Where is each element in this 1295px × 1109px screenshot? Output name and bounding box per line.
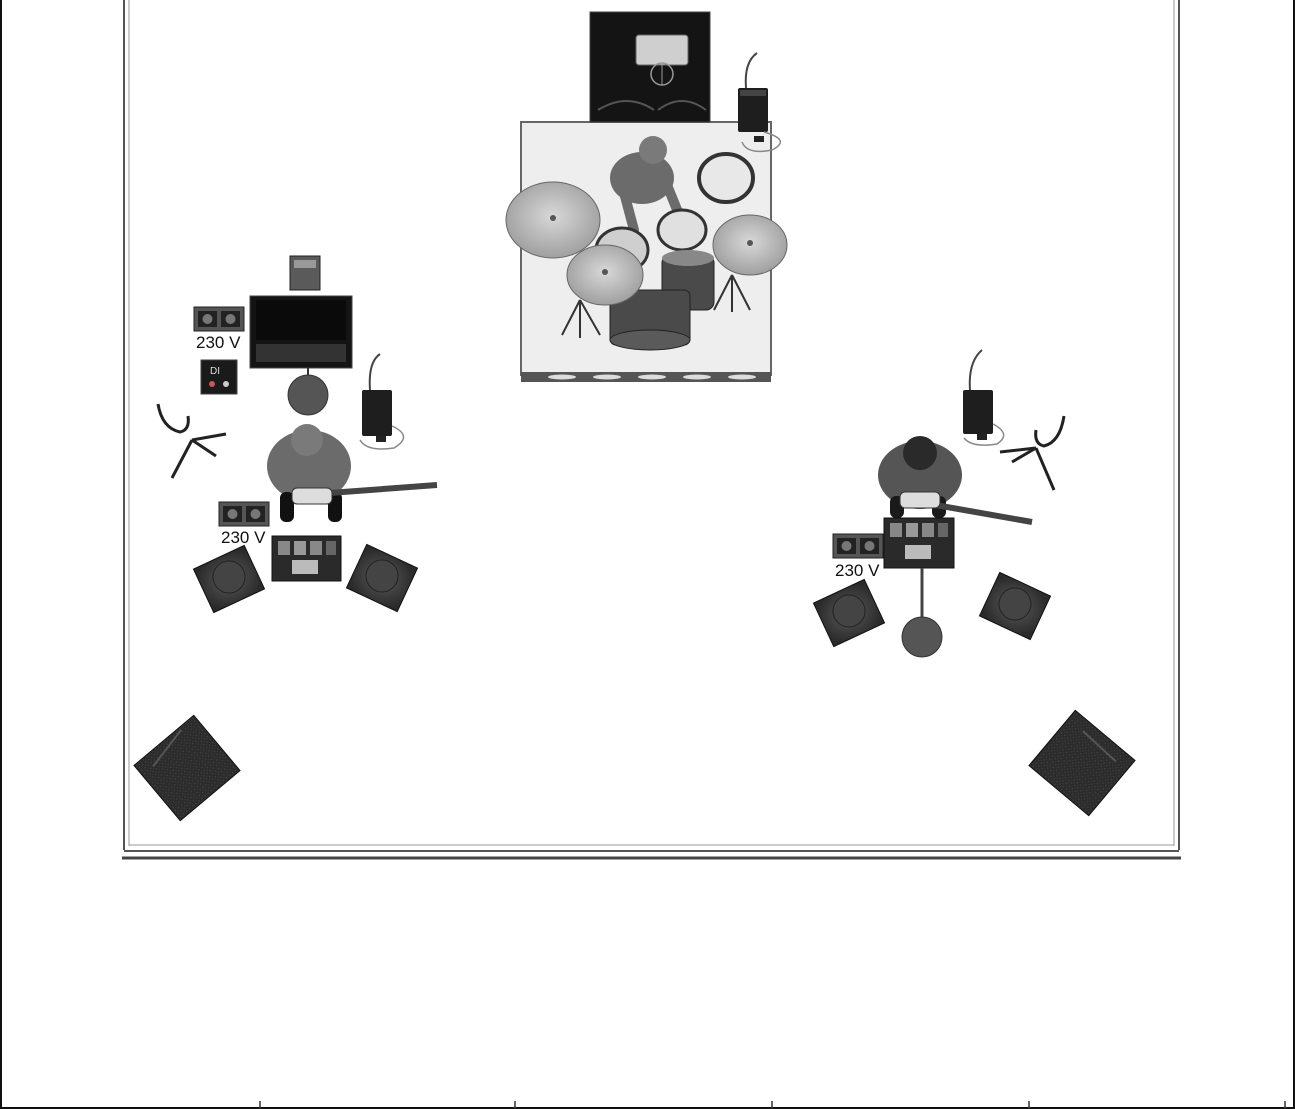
guitar-stand-icon[interactable] bbox=[158, 404, 226, 478]
pedalboard-icon[interactable] bbox=[272, 536, 341, 581]
mic-stand-icon[interactable] bbox=[288, 368, 328, 415]
wireless-pack-icon[interactable] bbox=[360, 354, 404, 449]
musician-icon[interactable] bbox=[267, 424, 437, 522]
outlet-label: 230 V bbox=[196, 333, 241, 352]
ruler-ticks bbox=[260, 1101, 1285, 1109]
wedge-monitor-icon[interactable] bbox=[979, 572, 1050, 639]
outlet-label: 230 V bbox=[835, 561, 880, 580]
main-speaker-icon[interactable] bbox=[134, 715, 240, 820]
wedge-monitor-icon[interactable] bbox=[193, 545, 264, 612]
wedge-monitor-icon[interactable] bbox=[346, 544, 417, 611]
guitar-stand-icon[interactable] bbox=[1000, 416, 1064, 490]
bass-amp-icon[interactable] bbox=[590, 12, 710, 122]
main-speaker-icon[interactable] bbox=[1029, 710, 1135, 815]
outlet-label: 230 V bbox=[221, 528, 266, 547]
power-outlet-icon[interactable] bbox=[833, 534, 883, 558]
pedalboard-icon[interactable] bbox=[884, 518, 954, 568]
musician-icon[interactable] bbox=[878, 436, 1032, 522]
effects-unit-icon[interactable] bbox=[290, 256, 320, 290]
di-box-label: DI bbox=[210, 366, 220, 377]
di-box-icon[interactable]: DI bbox=[201, 360, 237, 394]
power-outlet-icon[interactable] bbox=[219, 502, 269, 526]
wireless-pack-icon[interactable] bbox=[963, 350, 1004, 445]
mic-stand-icon[interactable] bbox=[902, 568, 942, 657]
power-outlet-icon[interactable] bbox=[194, 307, 244, 331]
wedge-monitor-icon[interactable] bbox=[813, 579, 884, 646]
guitar-amp-icon[interactable] bbox=[250, 296, 352, 368]
